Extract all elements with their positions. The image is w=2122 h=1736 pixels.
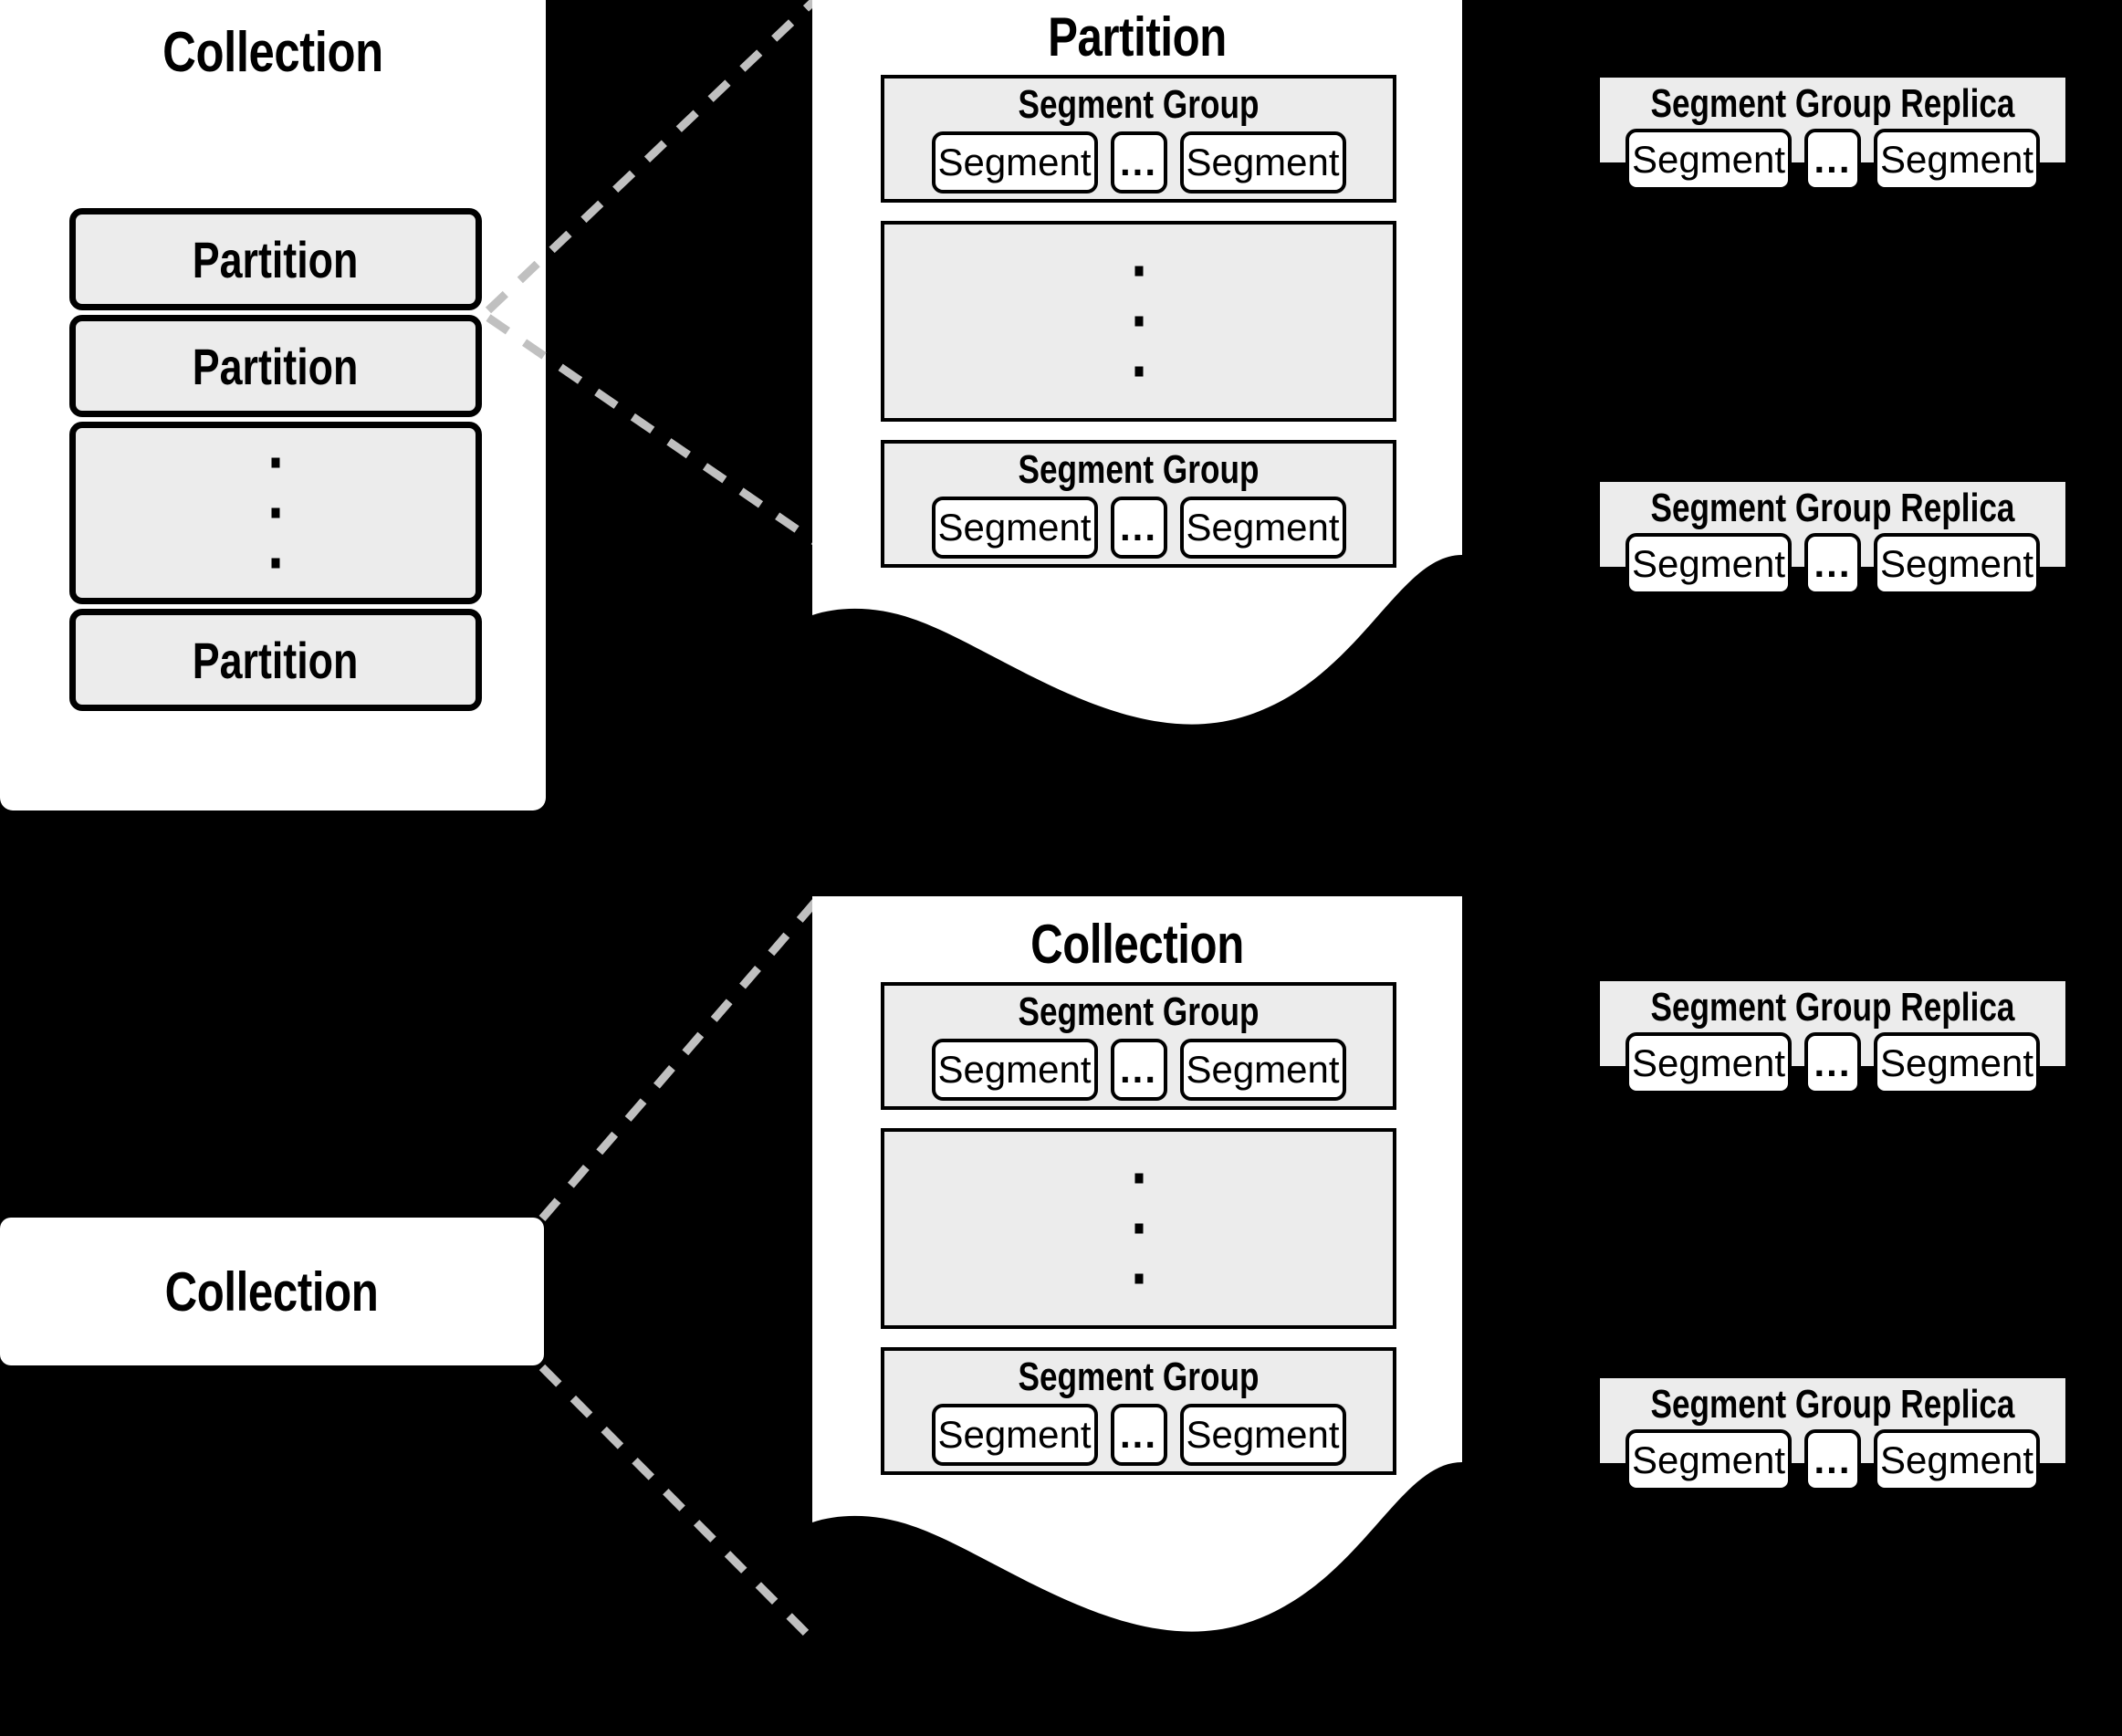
segment-ellipsis-chip: ... — [1110, 1404, 1167, 1467]
segment-group-1[interactable]: Segment Group Segment ... Segment — [881, 75, 1396, 203]
segment-chip[interactable]: Segment — [931, 131, 1098, 194]
segment-group-ellipsis — [881, 221, 1396, 422]
segment-group-replica-title: Segment Group Replica — [1650, 1382, 2015, 1427]
segment-chip[interactable]: Segment — [1874, 129, 2040, 191]
segment-chip[interactable]: Segment — [1179, 1404, 1346, 1467]
bottom-collection-chip[interactable]: Collection — [0, 1218, 544, 1365]
vertical-ellipsis-icon — [1134, 246, 1143, 397]
segment-group-title: Segment Group — [1018, 989, 1260, 1034]
segment-row: Segment ... Segment — [884, 1404, 1393, 1467]
collection-panel-title: Collection — [1030, 914, 1244, 975]
segment-ellipsis-chip: ... — [1804, 1032, 1861, 1094]
segment-ellipsis-chip: ... — [1804, 129, 1861, 191]
segment-ellipsis-chip: ... — [1110, 1039, 1167, 1102]
segment-chip[interactable]: Segment — [1179, 1039, 1346, 1102]
partition-panel-title: Partition — [1048, 6, 1227, 68]
segment-group-title: Segment Group — [1018, 1354, 1260, 1399]
segment-chip[interactable]: Segment — [1874, 1032, 2040, 1094]
segment-chip[interactable]: Segment — [1625, 1032, 1792, 1094]
vertical-ellipsis-icon — [1134, 1154, 1143, 1304]
segment-group-replica-1[interactable]: Segment Group Replica Segment ... Segmen… — [1600, 78, 2065, 191]
segment-row: Segment ... Segment — [1600, 129, 2065, 191]
segment-row: Segment ... Segment — [884, 497, 1393, 559]
partition-block-2[interactable]: Partition — [69, 315, 482, 417]
segment-group-replica-4[interactable]: Segment Group Replica Segment ... Segmen… — [1600, 1378, 2065, 1491]
segment-ellipsis-chip: ... — [1804, 1429, 1861, 1491]
partition-detail-panel: Partition Segment Group Segment ... Segm… — [812, 0, 1462, 829]
segment-group-replica-3[interactable]: Segment Group Replica Segment ... Segmen… — [1600, 981, 2065, 1094]
segment-group-replica-title: Segment Group Replica — [1650, 985, 2015, 1030]
vertical-ellipsis-icon — [271, 438, 280, 589]
partition-block-ellipsis — [69, 422, 482, 604]
segment-group-replica-title: Segment Group Replica — [1650, 486, 2015, 530]
segment-chip[interactable]: Segment — [931, 497, 1098, 559]
segment-chip[interactable]: Segment — [1179, 131, 1346, 194]
segment-row: Segment ... Segment — [1600, 1429, 2065, 1491]
segment-row: Segment ... Segment — [884, 131, 1393, 194]
segment-row: Segment ... Segment — [1600, 1032, 2065, 1094]
segment-chip[interactable]: Segment — [931, 1039, 1098, 1102]
segment-group-title: Segment Group — [1018, 447, 1260, 492]
segment-group-title: Segment Group — [1018, 82, 1260, 127]
segment-chip[interactable]: Segment — [931, 1404, 1098, 1467]
segment-ellipsis-chip: ... — [1804, 533, 1861, 595]
segment-group-replica-title: Segment Group Replica — [1650, 81, 2015, 126]
segment-row: Segment ... Segment — [884, 1039, 1393, 1102]
segment-group-4[interactable]: Segment Group Segment ... Segment — [881, 1347, 1396, 1475]
partition-block-label: Partition — [193, 631, 359, 689]
segment-ellipsis-chip: ... — [1110, 497, 1167, 559]
leader-line-collection-top — [538, 896, 821, 1221]
segment-group-replica-2[interactable]: Segment Group Replica Segment ... Segmen… — [1600, 482, 2065, 595]
partition-block-3[interactable]: Partition — [69, 609, 482, 711]
segment-group-3[interactable]: Segment Group Segment ... Segment — [881, 982, 1396, 1110]
segment-chip[interactable]: Segment — [1179, 497, 1346, 559]
bottom-collection-chip-label: Collection — [165, 1260, 379, 1323]
segment-row: Segment ... Segment — [1600, 533, 2065, 595]
segment-group-ellipsis — [881, 1128, 1396, 1329]
segment-chip[interactable]: Segment — [1874, 533, 2040, 595]
left-collection-title: Collection — [162, 21, 383, 84]
partition-block-label: Partition — [193, 337, 359, 395]
segment-chip[interactable]: Segment — [1625, 129, 1792, 191]
segment-ellipsis-chip: ... — [1110, 131, 1167, 194]
segment-chip[interactable]: Segment — [1625, 1429, 1792, 1491]
collection-detail-panel: Collection Segment Group Segment ... Seg… — [812, 896, 1462, 1736]
partition-block-label: Partition — [193, 230, 359, 288]
segment-chip[interactable]: Segment — [1874, 1429, 2040, 1491]
partition-block-1[interactable]: Partition — [69, 208, 482, 310]
leader-line-collection-bottom — [538, 1364, 821, 1648]
segment-group-2[interactable]: Segment Group Segment ... Segment — [881, 440, 1396, 568]
segment-chip[interactable]: Segment — [1625, 533, 1792, 595]
